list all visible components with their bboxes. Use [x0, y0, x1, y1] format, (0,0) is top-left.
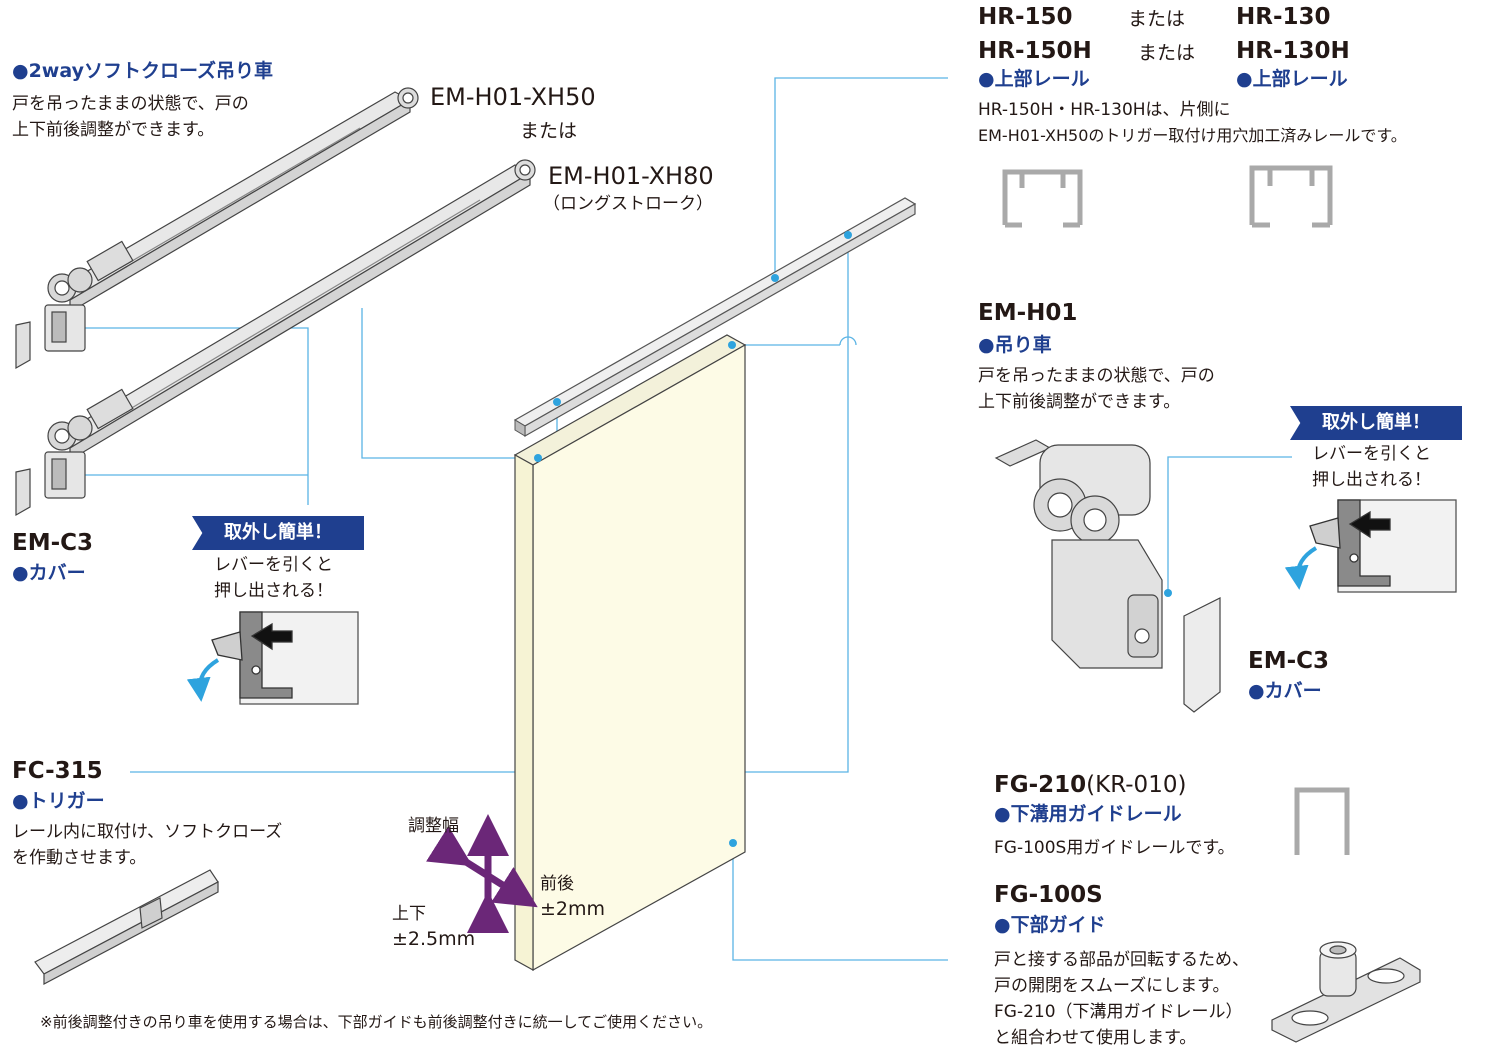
soft-close-or: または	[520, 120, 578, 142]
easy-remove-left-line-1: レバーを引くと	[214, 555, 333, 575]
adjust-label: 調整幅	[408, 816, 459, 836]
soft-close-code-1: EM-H01-XH50	[430, 83, 596, 111]
soft-close-code-2: EM-H01-XH80	[548, 162, 714, 190]
adjust-front-back-value: ±2mm	[540, 898, 606, 920]
trigger-illustration	[34, 869, 219, 985]
cover-left-code: EM-C3	[12, 530, 94, 556]
rail-profile-hr150	[1002, 169, 1083, 228]
rail-code-hr150: HR-150	[978, 4, 1073, 30]
adjust-front-back: 前後	[540, 874, 574, 894]
bottom-guide-desc-2: 戸の開閉をスムーズにします。	[994, 976, 1230, 996]
easy-remove-right-line-2: 押し出される！	[1312, 470, 1431, 490]
easy-remove-badge-left: 取外し簡単！	[192, 516, 364, 550]
rail-title-1: ●上部レール	[978, 68, 1090, 90]
rail-profile-hr130	[1249, 165, 1333, 228]
rail-code-hr130: HR-130	[1236, 4, 1331, 30]
adjust-up-down-value: ±2.5mm	[392, 928, 476, 950]
trigger-desc-2: を作動させます。	[12, 848, 147, 868]
soft-close-hanger-2	[15, 159, 536, 517]
rail-title-2: ●上部レール	[1236, 68, 1348, 90]
upper-rail-bar	[513, 197, 917, 438]
rail-code-hr150h: HR-150H	[978, 38, 1092, 64]
trigger-desc-1: レール内に取付け、ソフトクローズ	[12, 822, 283, 842]
guide-rail-title: ●下溝用ガイドレール	[994, 803, 1182, 825]
easy-remove-left-line-2: 押し出される！	[214, 581, 333, 601]
rail-code-hr130h: HR-130H	[1236, 38, 1350, 64]
guide-rail-code-alt: (KR-010)	[1086, 772, 1187, 798]
guide-rail-desc: FG-100S用ガイドレールです。	[994, 838, 1235, 858]
adjust-up-down: 上下	[392, 904, 426, 924]
lever-detail-left	[186, 611, 359, 705]
hanger-desc-2: 上下前後調整ができます。	[978, 392, 1181, 412]
soft-close-desc-1: 戸を吊ったままの状態で、戸の	[12, 94, 249, 114]
trigger-title: ●トリガー	[12, 790, 105, 812]
rail-or-1: または	[1128, 8, 1186, 30]
cover-right-code: EM-C3	[1248, 648, 1330, 674]
soft-close-desc-2: 上下前後調整ができます。	[12, 120, 215, 140]
footnote: ※前後調整付きの吊り車を使用する場合は、下部ガイドも前後調整付きに統一してご使用…	[40, 1013, 713, 1031]
guide-rail-code-main: FG-210	[994, 772, 1087, 798]
trigger-code: FC-315	[12, 758, 103, 784]
hanger-title: ●吊り車	[978, 334, 1052, 356]
rail-or-2: または	[1138, 42, 1196, 64]
guide-rail-profile	[1294, 787, 1350, 855]
hanger-code: EM-H01	[978, 300, 1078, 326]
easy-remove-right-line-1: レバーを引くと	[1312, 444, 1431, 464]
guide-rail-code: FG-210(KR-010)	[994, 772, 1186, 800]
rail-note-1: HR-150H・HR-130Hは、片側に	[978, 100, 1231, 120]
cover-right-title: ●カバー	[1248, 680, 1322, 702]
bottom-guide-desc-1: 戸と接する部品が回転するため、	[994, 950, 1249, 970]
soft-close-code-2-sub: （ロングストローク）	[543, 194, 713, 214]
soft-close-title: ●2wayソフトクローズ吊り車	[12, 60, 274, 82]
hanger-desc-1: 戸を吊ったままの状態で、戸の	[978, 366, 1215, 386]
cover-left-title: ●カバー	[12, 562, 86, 584]
adjust-arrows	[426, 814, 538, 933]
bottom-guide-illustration	[1271, 941, 1421, 1043]
bottom-guide-desc-4: と組合わせて使用します。	[994, 1028, 1197, 1048]
bottom-guide-code: FG-100S	[994, 882, 1103, 908]
hanger-illustration	[994, 439, 1221, 713]
soft-close-hanger-1	[15, 87, 419, 370]
bottom-guide-desc-3: FG-210（下溝用ガイドレール）	[994, 1002, 1243, 1022]
rail-note-2: EM-H01-XH50のトリガー取付け用穴加工済みレールです。	[978, 126, 1407, 145]
easy-remove-badge-right: 取外し簡単！	[1290, 406, 1462, 440]
bottom-guide-title: ●下部ガイド	[994, 914, 1106, 936]
lever-detail-right	[1284, 499, 1457, 593]
